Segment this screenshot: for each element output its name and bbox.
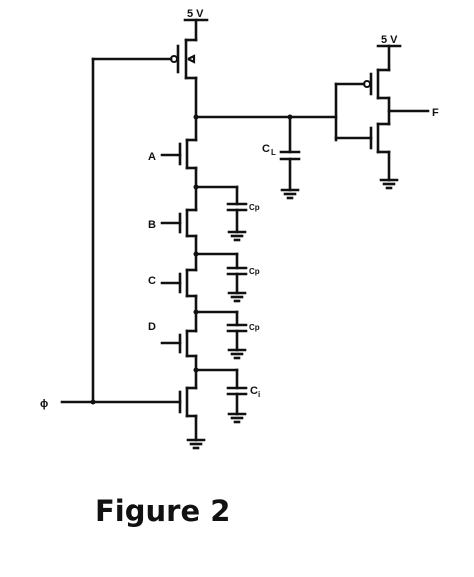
bottom-cap-subscript: i — [258, 390, 260, 399]
bottom-capacitor — [194, 368, 248, 424]
figure-caption: Figure 2 — [95, 494, 231, 528]
pmos-precharge-transistor — [170, 38, 198, 80]
nmos-transistor-b — [160, 208, 198, 238]
input-b-label: B — [148, 219, 156, 231]
input-d-label: D — [148, 321, 156, 333]
load-capacitor — [279, 115, 301, 200]
nmos-evaluate-transistor — [60, 386, 198, 418]
output-label: F — [432, 107, 439, 119]
main-ground-symbol — [186, 438, 206, 450]
vdd-main-label: 5 V — [187, 8, 204, 20]
load-cap-label: C — [262, 143, 270, 155]
nmos-transistor-d — [160, 329, 198, 358]
input-a-label: A — [148, 151, 156, 163]
vdd-inverter-label: 5 V — [381, 34, 398, 46]
nmos-transistor-c — [160, 268, 198, 298]
parasitic-cap-2-label: Cp — [249, 267, 260, 276]
clock-junction — [90, 399, 96, 405]
clock-label: ϕ — [40, 398, 48, 410]
nmos-transistor-a — [160, 115, 198, 170]
parasitic-cap-1-label: Cp — [249, 203, 260, 212]
inverter-nmos-transistor — [369, 122, 391, 154]
parasitic-capacitor-1 — [194, 185, 248, 242]
load-cap-subscript: L — [271, 148, 276, 157]
bottom-cap-label: C — [250, 385, 258, 397]
inverter-ground-symbol — [379, 178, 399, 190]
input-c-label: C — [148, 275, 156, 287]
parasitic-capacitor-3 — [194, 310, 248, 360]
inverter-pmos-transistor — [363, 68, 391, 100]
parasitic-capacitor-2 — [194, 252, 248, 303]
parasitic-cap-3-label: Cp — [249, 323, 260, 332]
